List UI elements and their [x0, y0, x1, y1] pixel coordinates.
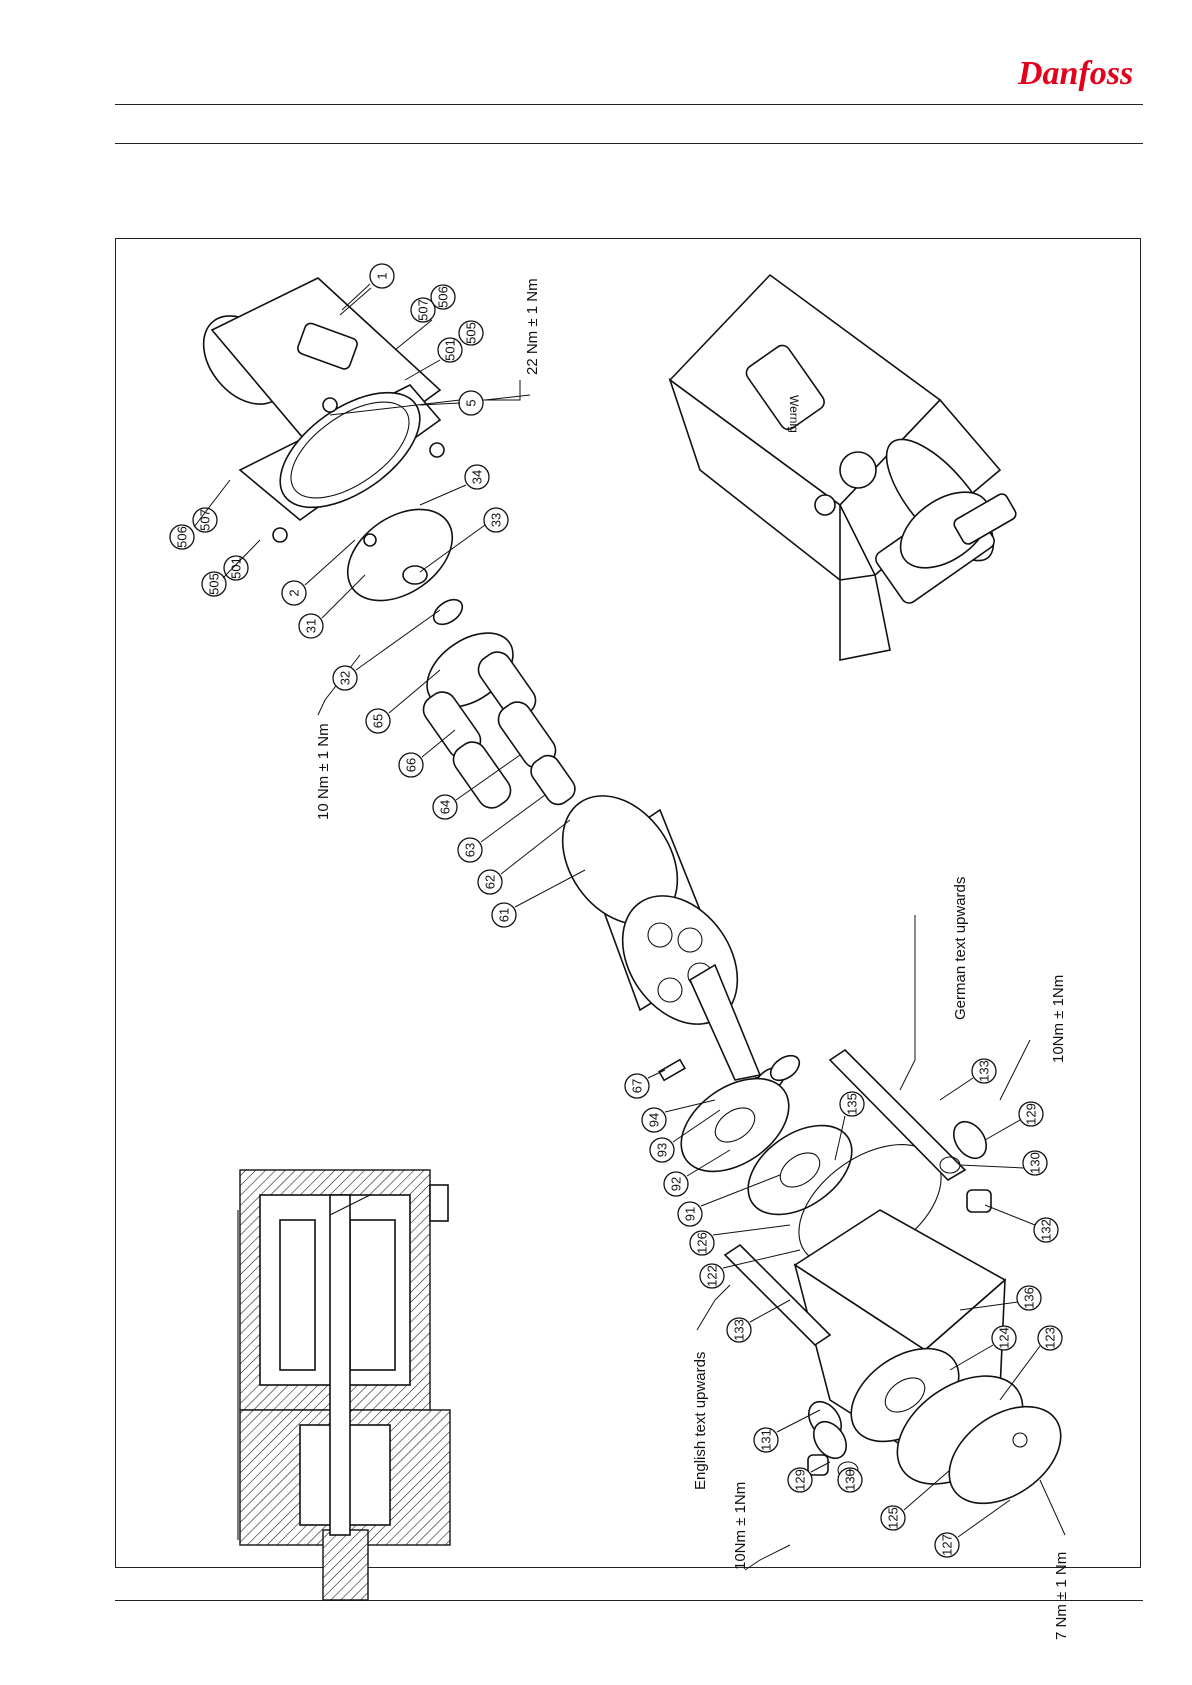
svg-text:1: 1	[375, 272, 390, 279]
svg-text:507: 507	[416, 299, 431, 321]
torque-note-10nm-top: 10 Nm ± 1 Nm	[315, 723, 332, 820]
key	[659, 1060, 685, 1081]
callout-125: 125	[881, 1506, 905, 1530]
callout-62: 62	[478, 870, 502, 894]
svg-text:132: 132	[1039, 1219, 1054, 1241]
callout-63: 63	[458, 838, 482, 862]
svg-text:505: 505	[464, 322, 479, 344]
svg-text:131: 131	[759, 1429, 774, 1451]
callout-135: 135	[840, 1092, 864, 1116]
svg-text:63: 63	[463, 843, 478, 857]
svg-text:501: 501	[229, 557, 244, 579]
callout-66: 66	[399, 753, 423, 777]
callout-507a: 507	[411, 298, 435, 322]
torque-note-22nm: 22 Nm ± 1 Nm	[524, 278, 541, 375]
callout-67: 67	[625, 1074, 649, 1098]
german-text-note: German text upwards	[952, 877, 969, 1020]
callout-1: 1	[370, 264, 394, 288]
svg-text:64: 64	[438, 800, 453, 814]
svg-text:33: 33	[489, 513, 504, 527]
callout-61: 61	[492, 903, 516, 927]
callout-32: 32	[333, 666, 357, 690]
callout-65: 65	[366, 709, 390, 733]
callout-33: 33	[484, 508, 508, 532]
callout-92: 92	[664, 1172, 688, 1196]
callout-133b: 133	[972, 1059, 996, 1083]
svg-text:506: 506	[175, 526, 190, 548]
callout-506b: 506	[170, 525, 194, 549]
callout-123: 123	[1038, 1326, 1062, 1350]
svg-text:123: 123	[1043, 1327, 1058, 1349]
svg-text:129: 129	[1024, 1103, 1039, 1125]
callout-5: 5	[459, 391, 483, 415]
svg-text:122: 122	[705, 1265, 720, 1287]
svg-text:126: 126	[695, 1232, 710, 1254]
callout-93: 93	[650, 1138, 674, 1162]
callout-133a: 133	[727, 1318, 751, 1342]
callout-31: 31	[299, 614, 323, 638]
svg-text:5: 5	[464, 399, 479, 406]
svg-text:133: 133	[732, 1319, 747, 1341]
svg-text:506: 506	[436, 286, 451, 308]
svg-text:65: 65	[371, 714, 386, 728]
svg-text:2: 2	[287, 589, 302, 596]
callout-501b: 501	[224, 556, 248, 580]
svg-text:94: 94	[647, 1113, 662, 1127]
svg-text:91: 91	[683, 1207, 698, 1221]
svg-text:124: 124	[997, 1327, 1012, 1349]
callout-130a: 130	[1023, 1151, 1047, 1175]
nameplate-text: Wernig	[787, 395, 801, 433]
callout-91: 91	[678, 1202, 702, 1226]
callout-122: 122	[700, 1264, 724, 1288]
callout-64: 64	[433, 795, 457, 819]
svg-text:32: 32	[338, 671, 353, 685]
section-view	[238, 1170, 450, 1600]
svg-text:92: 92	[669, 1177, 684, 1191]
callout-136: 136	[1017, 1286, 1041, 1310]
svg-text:505: 505	[207, 573, 222, 595]
torque-note-10nm-left: 10Nm ± 1Nm	[732, 1482, 749, 1570]
svg-text:67: 67	[630, 1079, 645, 1093]
svg-text:93: 93	[655, 1143, 670, 1157]
callout-34: 34	[465, 465, 489, 489]
svg-text:129: 129	[793, 1469, 808, 1491]
callout-501a: 501	[438, 338, 462, 362]
callout-505b: 505	[202, 572, 226, 596]
svg-text:66: 66	[404, 758, 419, 772]
svg-text:34: 34	[470, 470, 485, 484]
svg-text:125: 125	[886, 1507, 901, 1529]
callout-127: 127	[935, 1533, 959, 1557]
callout-507b: 507	[193, 508, 217, 532]
svg-text:127: 127	[940, 1534, 955, 1556]
callout-505a: 505	[459, 321, 483, 345]
callout-131: 131	[754, 1428, 778, 1452]
svg-text:136: 136	[1022, 1287, 1037, 1309]
torque-note-7nm: 7 Nm ± 1 Nm	[1053, 1552, 1070, 1640]
svg-text:501: 501	[443, 339, 458, 361]
callout-132: 132	[1034, 1218, 1058, 1242]
callout-94: 94	[642, 1108, 666, 1132]
callout-2: 2	[282, 581, 306, 605]
callout-129a: 129	[1019, 1102, 1043, 1126]
callout-124: 124	[992, 1326, 1016, 1350]
svg-text:135: 135	[845, 1093, 860, 1115]
svg-text:62: 62	[483, 875, 498, 889]
torque-note-10nm-right: 10Nm ± 1Nm	[1050, 975, 1067, 1063]
callout-129b: 129	[788, 1468, 812, 1492]
svg-text:31: 31	[304, 619, 319, 633]
svg-text:130: 130	[1028, 1152, 1043, 1174]
svg-text:133: 133	[977, 1060, 992, 1082]
callout-126: 126	[690, 1231, 714, 1255]
english-text-note: English text upwards	[692, 1352, 709, 1490]
svg-text:61: 61	[497, 908, 512, 922]
assembled-motor-view: Wernig	[670, 275, 1018, 660]
